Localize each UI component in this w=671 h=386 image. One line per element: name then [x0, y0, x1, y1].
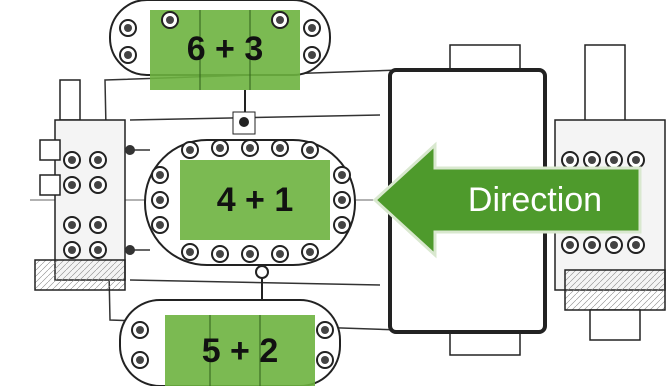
top-group-label: 6 + 3 [186, 29, 264, 68]
middle-highlight [180, 160, 330, 240]
middle-cylinder-head [125, 139, 356, 266]
bottom-cylinder-head [119, 265, 341, 386]
middle-group-label: 4 + 1 [216, 180, 294, 219]
bottom-group-label: 5 + 2 [201, 331, 279, 370]
bottom-highlight [165, 315, 315, 386]
direction-label: Direction [467, 180, 603, 219]
top-cylinder-head [109, 0, 331, 135]
direction-arrow [372, 141, 642, 259]
